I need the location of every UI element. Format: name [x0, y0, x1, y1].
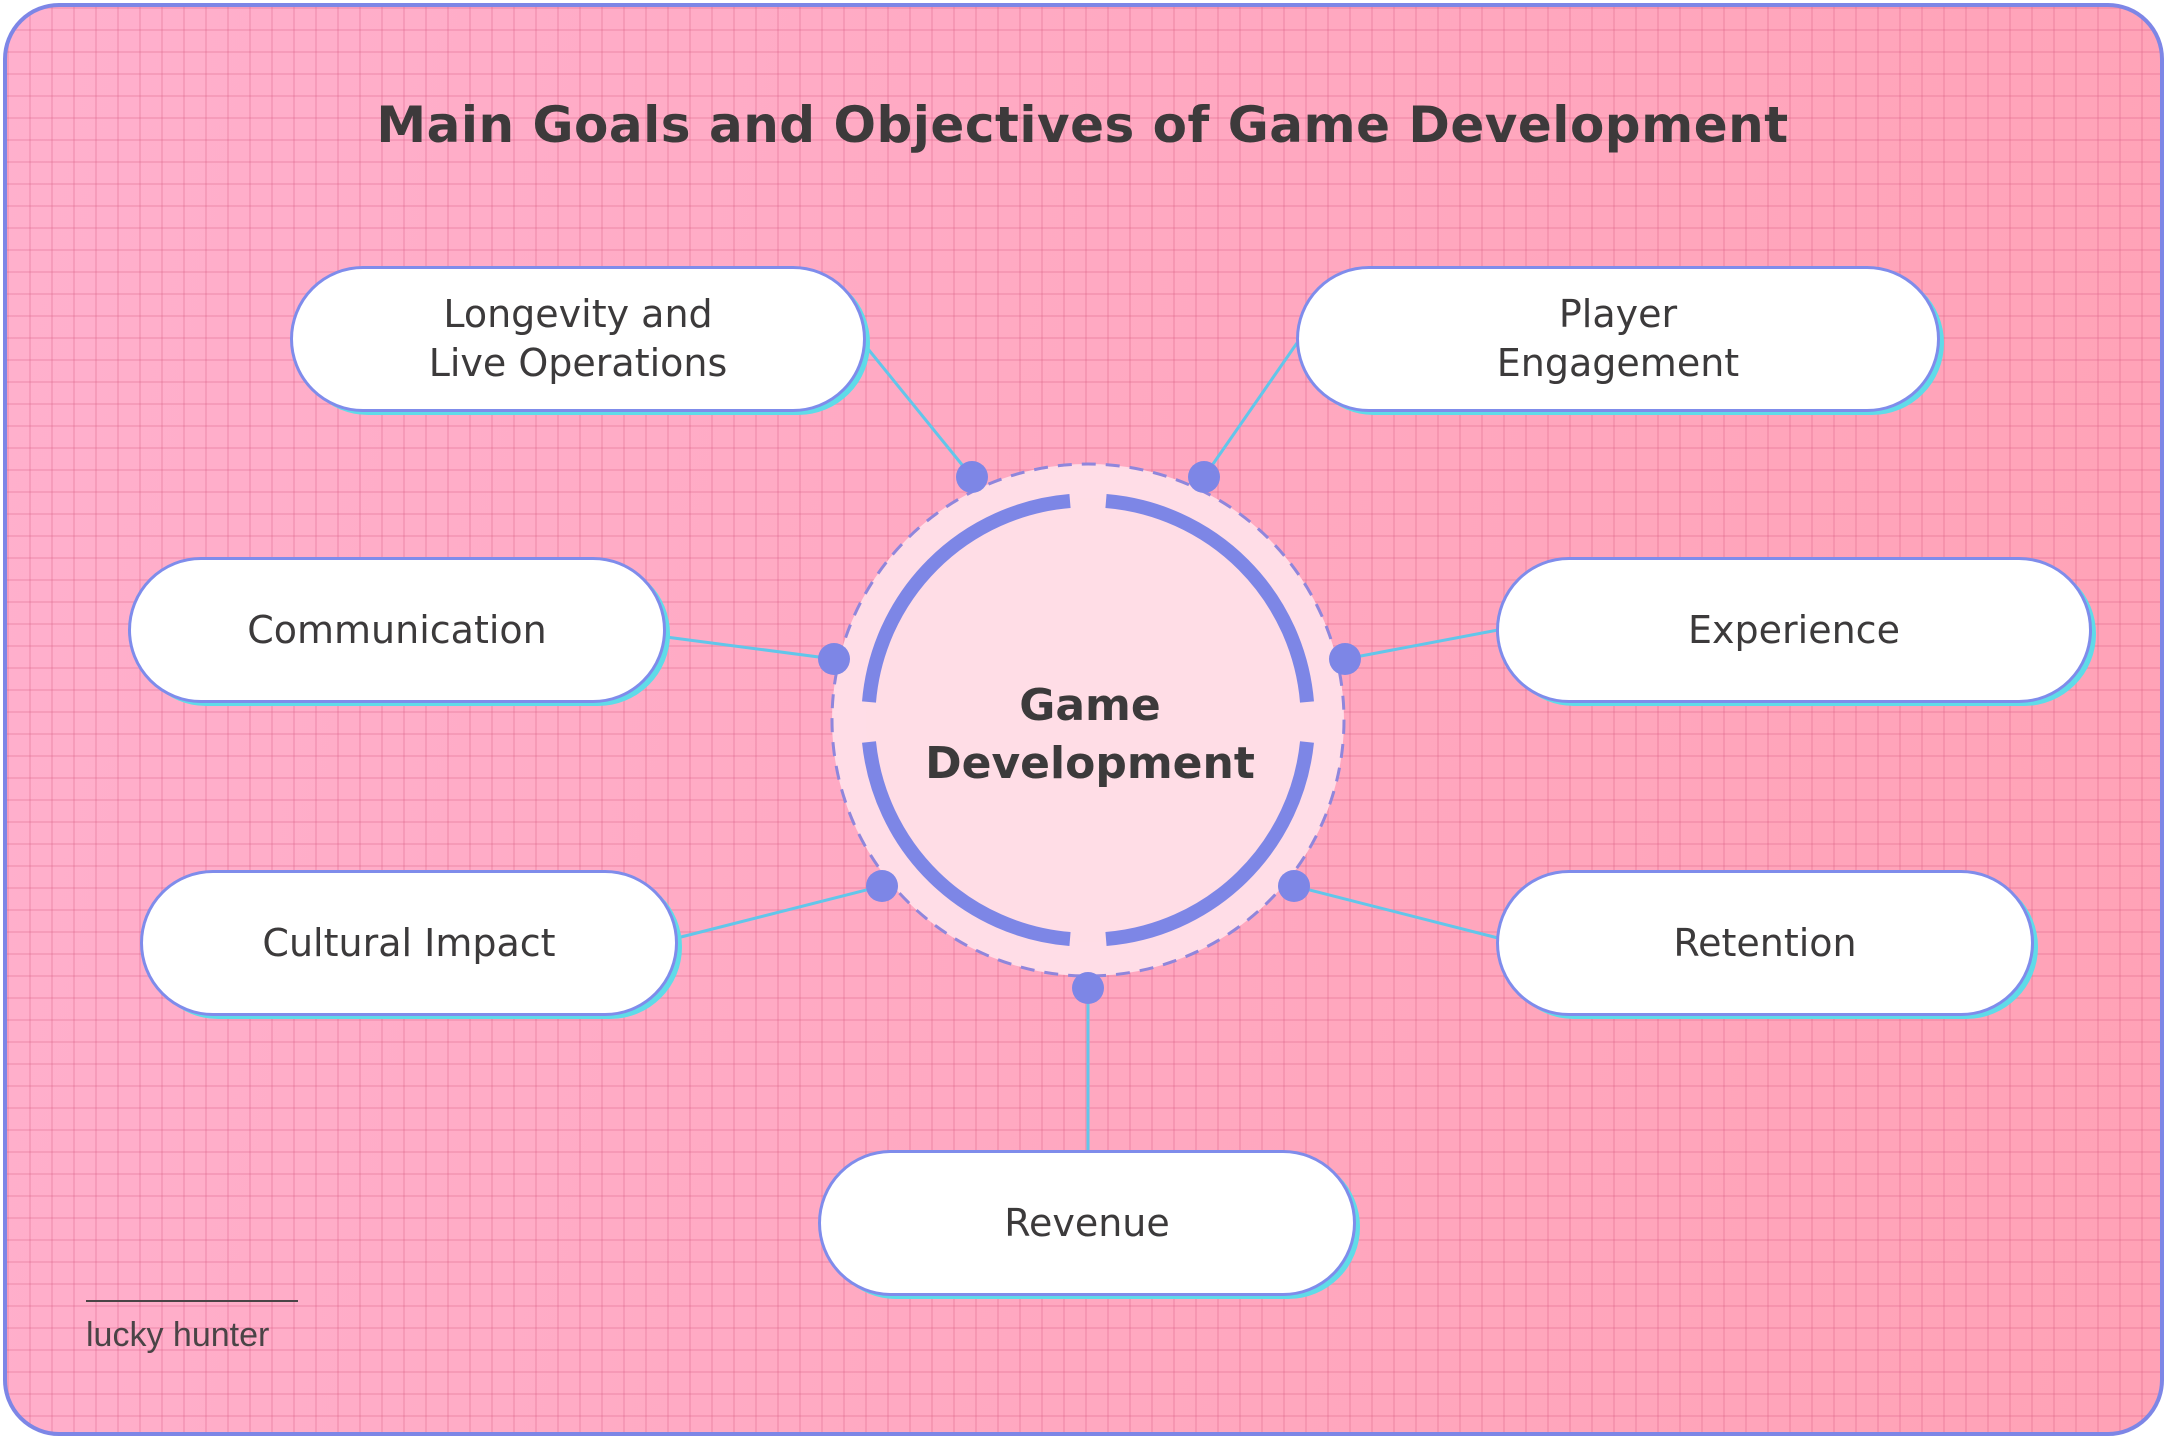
- connector-dot-communication: [818, 643, 850, 675]
- connector-dot-retention: [1278, 870, 1310, 902]
- connector-cultural-impact: [676, 884, 883, 940]
- connector-retention: [1293, 884, 1499, 940]
- connector-dot-player-engagement: [1188, 461, 1220, 493]
- brand-rule: [86, 1300, 298, 1302]
- node-cultural-impact-label: Cultural Impact: [262, 920, 556, 965]
- center-ring-bottom-left: [862, 741, 1071, 946]
- node-experience: Experience: [1496, 557, 2092, 703]
- connector-longevity: [862, 343, 974, 478]
- connector-dot-cultural-impact: [866, 870, 898, 902]
- node-cultural-impact: Cultural Impact: [140, 870, 678, 1016]
- node-experience-label: Experience: [1688, 607, 1900, 652]
- connector-dot-experience: [1329, 643, 1361, 675]
- node-player-engagement: Player Engagement: [1296, 266, 1940, 412]
- center-node-label: Game Development: [925, 680, 1255, 789]
- center-ring-top-left: [862, 494, 1071, 703]
- connector-dot-longevity: [956, 461, 988, 493]
- center-ring-bottom-right: [1105, 741, 1314, 946]
- brand-name: lucky hunter: [86, 1316, 270, 1354]
- node-retention-label: Retention: [1673, 920, 1857, 965]
- node-communication-label: Communication: [247, 607, 547, 652]
- node-longevity-label: Longevity and Live Operations: [428, 292, 728, 385]
- connector-experience: [1344, 628, 1499, 661]
- connector-player-engagement: [1202, 342, 1299, 478]
- node-player-engagement-label: Player Engagement: [1496, 292, 1740, 385]
- node-communication: Communication: [128, 557, 666, 703]
- connector-communication: [665, 635, 835, 661]
- center-ring-top-right: [1105, 494, 1314, 703]
- node-retention: Retention: [1496, 870, 2034, 1016]
- connector-dot-revenue: [1072, 972, 1104, 1004]
- node-revenue-label: Revenue: [1004, 1200, 1170, 1245]
- node-revenue: Revenue: [818, 1150, 1356, 1296]
- center-disc: [866, 498, 1310, 942]
- brand-logo: lucky hunter: [86, 1300, 298, 1355]
- node-longevity: Longevity and Live Operations: [290, 266, 866, 412]
- diagram-title: Main Goals and Objectives of Game Develo…: [376, 96, 1789, 154]
